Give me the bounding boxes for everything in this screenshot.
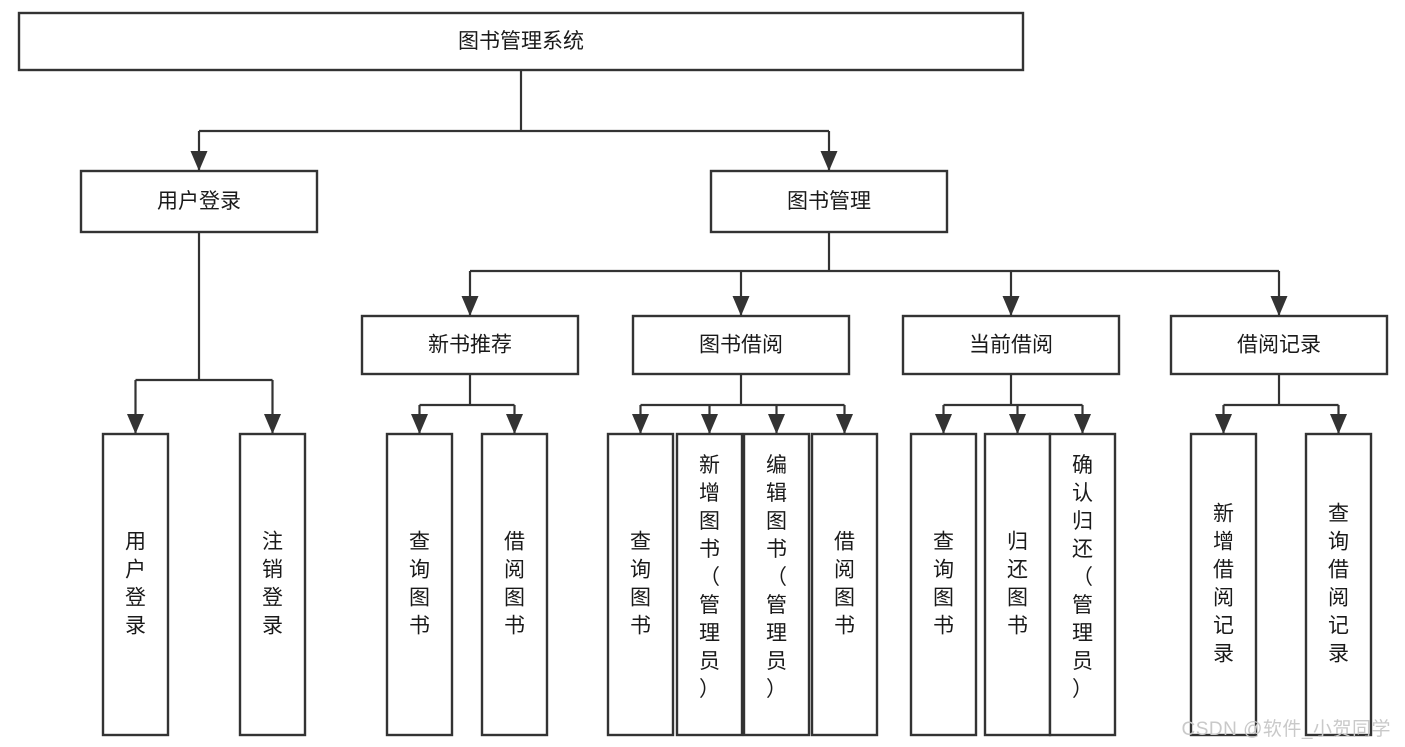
node-box-leaf-return-book xyxy=(983,432,1052,737)
node-current-borrow[interactable]: 当前借阅 xyxy=(901,314,1121,376)
node-leaf-add-borrow-record[interactable]: 新增借阅记录 xyxy=(1189,432,1258,737)
node-label-leaf-edit-book: 编辑图书（管理员） xyxy=(766,454,787,701)
arrow-head-icon-leaf-borrow-book xyxy=(836,414,853,434)
node-box-leaf-query-book-recommend xyxy=(385,432,454,737)
node-label-leaf-return-book: 归还图书 xyxy=(1007,531,1028,638)
node-label-current-borrow: 当前借阅 xyxy=(969,334,1053,357)
node-label-user-login: 用户登录 xyxy=(157,190,241,213)
node-box-new-book-recommend xyxy=(360,314,580,376)
node-label-leaf-confirm-return: 确认归还（管理员） xyxy=(1072,454,1093,701)
node-new-book-recommend[interactable]: 新书推荐 xyxy=(360,314,580,376)
node-leaf-return-book[interactable]: 归还图书 xyxy=(983,432,1052,737)
node-box-leaf-edit-book xyxy=(742,432,811,737)
node-box-leaf-query-book-current xyxy=(909,432,978,737)
node-label-leaf-borrow-book: 借阅图书 xyxy=(834,531,855,638)
node-box-book-manage xyxy=(709,169,949,234)
node-box-leaf-borrow-book xyxy=(810,432,879,737)
node-leaf-query-borrow-record[interactable]: 查询借阅记录 xyxy=(1304,432,1373,737)
arrow-head-icon-leaf-user-logout xyxy=(264,414,281,434)
node-box-leaf-query-borrow-record xyxy=(1304,432,1373,737)
node-label-leaf-borrow-book-recommend: 借阅图书 xyxy=(504,531,525,638)
node-label-leaf-user-logout: 注销登录 xyxy=(262,531,283,638)
arrow-head-icon-leaf-query-book-recommend xyxy=(411,414,428,434)
arrow-head-icon-borrow-record xyxy=(1270,296,1288,316)
arrow-head-icon-leaf-user-login xyxy=(127,414,144,434)
node-leaf-edit-book[interactable]: 编辑图书（管理员） xyxy=(742,432,811,737)
arrow-head-icon-user-login xyxy=(190,151,208,171)
node-leaf-user-logout[interactable]: 注销登录 xyxy=(238,432,307,737)
node-box-leaf-borrow-book-recommend xyxy=(480,432,549,737)
node-leaf-query-book-current[interactable]: 查询图书 xyxy=(909,432,978,737)
node-box-leaf-add-borrow-record xyxy=(1189,432,1258,737)
node-label-book-manage: 图书管理 xyxy=(787,190,871,213)
node-leaf-confirm-return[interactable]: 确认归还（管理员） xyxy=(1048,432,1117,737)
node-box-root xyxy=(17,11,1025,72)
arrow-head-icon-leaf-borrow-book-recommend xyxy=(506,414,523,434)
node-leaf-query-book-borrow[interactable]: 查询图书 xyxy=(606,432,675,737)
arrow-head-icon-leaf-add-book xyxy=(701,414,718,434)
node-leaf-query-book-recommend[interactable]: 查询图书 xyxy=(385,432,454,737)
node-borrow-record[interactable]: 借阅记录 xyxy=(1169,314,1389,376)
node-label-new-book-recommend: 新书推荐 xyxy=(428,334,512,357)
edge-layer xyxy=(127,70,1347,434)
arrow-head-icon-leaf-query-borrow-record xyxy=(1330,414,1347,434)
node-box-user-login xyxy=(79,169,319,234)
node-label-leaf-query-book-borrow: 查询图书 xyxy=(630,531,651,638)
node-label-leaf-user-login: 用户登录 xyxy=(125,531,146,638)
node-box-leaf-user-logout xyxy=(238,432,307,737)
node-label-leaf-query-book-recommend: 查询图书 xyxy=(409,531,430,638)
arrow-head-icon-leaf-edit-book xyxy=(768,414,785,434)
node-box-book-borrow xyxy=(631,314,851,376)
node-box-leaf-user-login xyxy=(101,432,170,737)
node-box-current-borrow xyxy=(901,314,1121,376)
node-book-manage[interactable]: 图书管理 xyxy=(709,169,949,234)
node-label-root: 图书管理系统 xyxy=(458,30,584,53)
node-root[interactable]: 图书管理系统 xyxy=(17,11,1025,72)
node-label-leaf-query-borrow-record: 查询借阅记录 xyxy=(1328,503,1349,666)
arrow-head-icon-book-borrow xyxy=(732,296,750,316)
node-leaf-borrow-book[interactable]: 借阅图书 xyxy=(810,432,879,737)
node-label-leaf-add-book: 新增图书（管理员） xyxy=(699,454,720,701)
node-label-book-borrow: 图书借阅 xyxy=(699,334,783,357)
arrow-head-icon-leaf-add-borrow-record xyxy=(1215,414,1232,434)
node-box-leaf-query-book-borrow xyxy=(606,432,675,737)
node-leaf-borrow-book-recommend[interactable]: 借阅图书 xyxy=(480,432,549,737)
arrow-head-icon-current-borrow xyxy=(1002,296,1020,316)
node-leaf-user-login[interactable]: 用户登录 xyxy=(101,432,170,737)
arrow-head-icon-leaf-return-book xyxy=(1009,414,1026,434)
node-label-leaf-add-borrow-record: 新增借阅记录 xyxy=(1213,503,1234,666)
watermark-text: CSDN @软件_小贺同学 xyxy=(1181,719,1391,740)
arrow-head-icon-new-book-recommend xyxy=(461,296,479,316)
node-leaf-add-book[interactable]: 新增图书（管理员） xyxy=(675,432,744,737)
node-box-borrow-record xyxy=(1169,314,1389,376)
node-label-leaf-query-book-current: 查询图书 xyxy=(933,531,954,638)
arrow-head-icon-leaf-query-book-borrow xyxy=(632,414,649,434)
arrow-head-icon-leaf-confirm-return xyxy=(1074,414,1091,434)
node-book-borrow[interactable]: 图书借阅 xyxy=(631,314,851,376)
node-user-login[interactable]: 用户登录 xyxy=(79,169,319,234)
node-layer: 图书管理系统用户登录图书管理新书推荐图书借阅当前借阅借阅记录用户登录注销登录查询… xyxy=(17,11,1389,737)
node-box-leaf-confirm-return xyxy=(1048,432,1117,737)
arrow-head-icon-leaf-query-book-current xyxy=(935,414,952,434)
node-label-borrow-record: 借阅记录 xyxy=(1237,334,1321,357)
arrow-head-icon-book-manage xyxy=(820,151,838,171)
node-box-leaf-add-book xyxy=(675,432,744,737)
